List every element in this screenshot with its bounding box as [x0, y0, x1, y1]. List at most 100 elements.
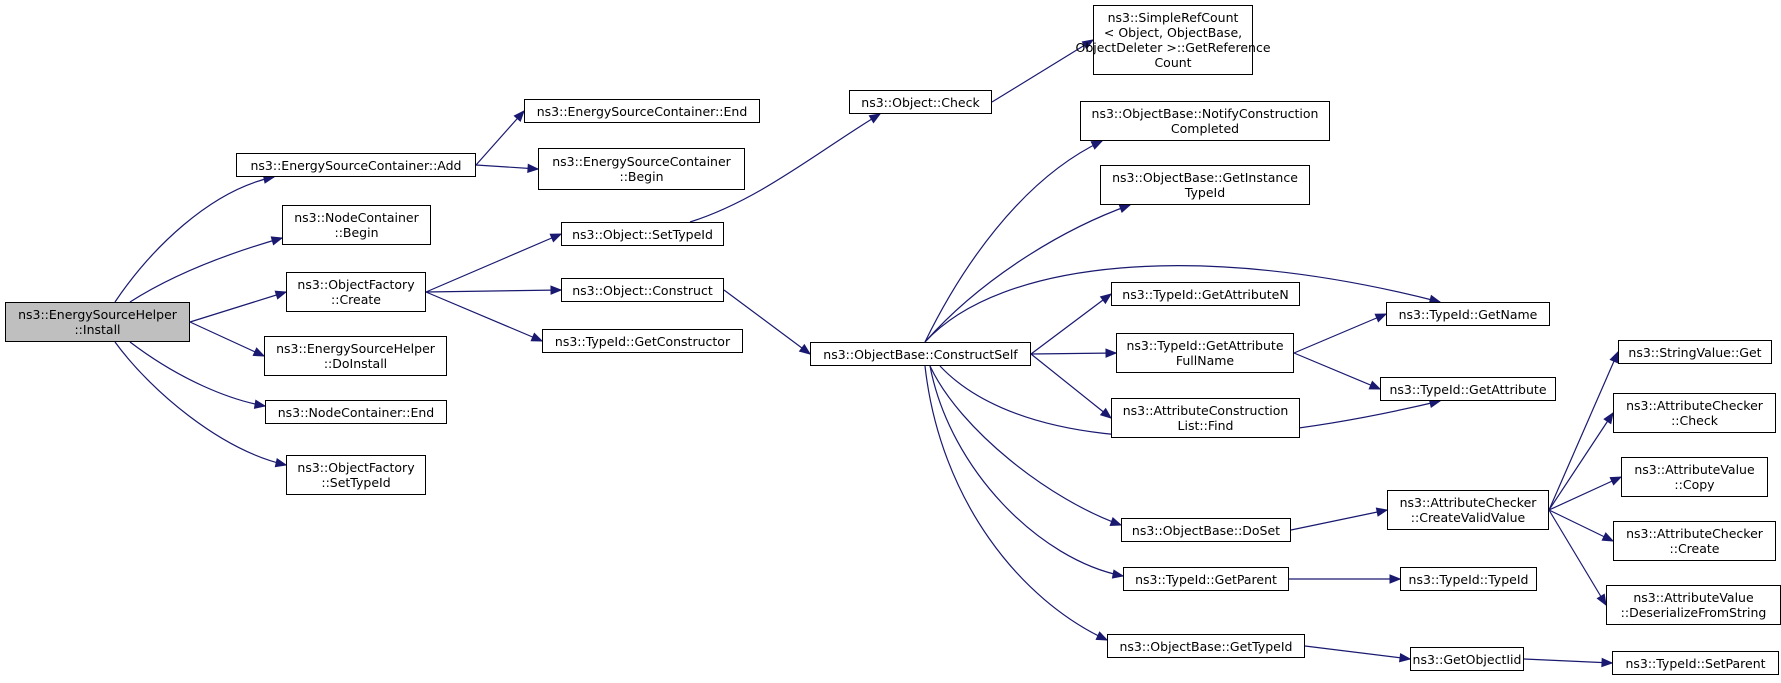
node-label-line: ::Begin — [334, 225, 379, 240]
node-label-line: ns3::AttributeValue — [1634, 462, 1755, 477]
edge-arrowhead — [549, 233, 563, 243]
node-tid-getattribute[interactable]: ns3::TypeId::GetAttribute — [1380, 377, 1556, 401]
node-obj-construct[interactable]: ns3::Object::Construct — [561, 278, 724, 302]
node-esc-end[interactable]: ns3::EnergySourceContainer::End — [524, 99, 760, 123]
node-ac-createvalidvalue[interactable]: ns3::AttributeChecker::CreateValidValue — [1387, 490, 1549, 530]
node-label-line: List::Find — [1177, 418, 1234, 433]
node-label-line: ::DoInstall — [323, 356, 388, 371]
edge-arrowhead — [1603, 411, 1614, 425]
node-label-line: ns3::EnergySourceContainer::Add — [250, 157, 462, 173]
node-label-line: ns3::GetObjectIid — [1412, 651, 1522, 667]
edge-arrowhead — [1601, 657, 1614, 668]
edge-arrowhead — [798, 343, 812, 355]
edge-ob-doset-to-ac-createvalidvalue — [1290, 509, 1388, 531]
node-label-line: ns3::TypeId::TypeId — [1408, 571, 1529, 587]
edge-of-create-to-obj-construct — [425, 289, 562, 293]
node-tid-typeid[interactable]: ns3::TypeId::TypeId — [1400, 567, 1537, 591]
edge-ob-constructself-to-ob-gettypeid — [924, 365, 1108, 641]
edge-arrowhead — [1099, 293, 1113, 305]
node-label-line: ns3::AttributeConstruction — [1122, 403, 1289, 418]
edge-arrowhead — [1398, 653, 1412, 663]
edge-tid-getattributefullname-to-tid-getattribute — [1293, 352, 1381, 390]
node-label-line: ns3::EnergySourceHelper — [276, 341, 435, 356]
node-label-line: ns3::Object::SetTypeId — [572, 226, 713, 242]
edge-obj-construct-to-ob-constructself — [723, 289, 811, 355]
node-tid-getparent[interactable]: ns3::TypeId::GetParent — [1123, 567, 1289, 591]
node-ob-gettypeid[interactable]: ns3::ObjectBase::GetTypeId — [1107, 634, 1305, 658]
edge-arrowhead — [1375, 507, 1389, 517]
node-of-create[interactable]: ns3::ObjectFactory::Create — [286, 272, 426, 312]
node-ob-doset[interactable]: ns3::ObjectBase::DoSet — [1121, 518, 1291, 542]
edge-ob-constructself-to-ob-notify — [924, 140, 1103, 343]
node-label-line: ns3::AttributeChecker — [1626, 526, 1763, 541]
node-label-line: ns3::TypeId::GetName — [1398, 306, 1538, 322]
node-label-line: ns3::AttributeValue — [1633, 590, 1754, 605]
node-av-deserialize[interactable]: ns3::AttributeValue::DeserializeFromStri… — [1606, 585, 1781, 625]
node-esc-add[interactable]: ns3::EnergySourceContainer::Add — [236, 153, 476, 177]
node-ac-check[interactable]: ns3::AttributeChecker::Check — [1613, 393, 1776, 433]
edge-ob-constructself-to-ob-getinstancetypeid — [924, 204, 1131, 343]
node-label-line: ns3::ObjectFactory — [297, 460, 415, 475]
edge-of-create-to-obj-settypeid — [425, 233, 562, 293]
node-src-getrefcount[interactable]: ns3::SimpleRefCount< Object, ObjectBase,… — [1076, 5, 1271, 75]
node-obj-check[interactable]: ns3::Object::Check — [849, 90, 992, 114]
edge-install-to-nc-begin — [129, 237, 283, 303]
node-of-settypeid[interactable]: ns3::ObjectFactory::SetTypeId — [286, 455, 426, 495]
node-nc-begin[interactable]: ns3::NodeContainer::Begin — [282, 205, 431, 245]
node-tid-getattributen[interactable]: ns3::TypeId::GetAttributeN — [1111, 282, 1300, 306]
node-label-line: ns3::TypeId::GetParent — [1135, 571, 1277, 587]
edge-install-to-esc-add — [114, 176, 275, 303]
node-label-line: ns3::EnergySourceContainer::End — [536, 103, 748, 119]
node-label-line: ::SetTypeId — [321, 475, 391, 490]
node-obj-settypeid[interactable]: ns3::Object::SetTypeId — [561, 222, 724, 246]
node-ob-constructself[interactable]: ns3::ObjectBase::ConstructSelf — [810, 342, 1031, 366]
edge-ob-constructself-to-tid-getattributefullname — [1030, 352, 1117, 355]
node-label-line: ObjectDeleter >::GetReference — [1075, 40, 1271, 55]
node-label-line: ns3::NodeContainer — [294, 210, 419, 225]
node-label-line: ::Copy — [1674, 477, 1715, 492]
node-label-line: ns3::TypeId::GetAttributeN — [1122, 286, 1289, 302]
node-nc-end[interactable]: ns3::NodeContainer::End — [265, 400, 447, 424]
node-label-line: ns3::TypeId::SetParent — [1625, 655, 1766, 671]
node-tid-getname[interactable]: ns3::TypeId::GetName — [1386, 302, 1550, 326]
edge-obj-settypeid-to-obj-check — [689, 113, 881, 223]
node-label-line: TypeId — [1184, 185, 1226, 200]
edge-ob-gettypeid-to-getobjectiid — [1304, 645, 1411, 660]
edge-ob-constructself-to-tid-getattribute — [939, 365, 1441, 438]
node-esh-doinstall[interactable]: ns3::EnergySourceHelper::DoInstall — [264, 336, 447, 376]
edge-arrowhead — [1081, 39, 1095, 50]
edge-ac-createvalidvalue-to-sv-get — [1548, 351, 1619, 511]
node-sv-get[interactable]: ns3::StringValue::Get — [1618, 340, 1772, 364]
edge-arrowhead — [1368, 380, 1382, 390]
edge-ac-createvalidvalue-to-ac-create — [1548, 509, 1614, 542]
edge-install-to-esh-doinstall — [189, 321, 265, 357]
edge-of-create-to-tid-getconstructor — [425, 291, 543, 342]
edge-ac-createvalidvalue-to-av-copy — [1548, 476, 1622, 511]
edge-arrowhead — [1389, 574, 1402, 584]
node-label-line: ::Create — [1669, 541, 1720, 556]
node-getobjectiid[interactable]: ns3::GetObjectIid — [1410, 647, 1524, 671]
node-install: ns3::EnergySourceHelper::Install — [5, 302, 190, 342]
node-label-line: ns3::StringValue::Get — [1628, 344, 1762, 360]
edge-ob-constructself-to-ob-doset — [929, 365, 1122, 526]
edge-arrowhead — [1095, 631, 1109, 641]
edge-ob-constructself-to-tid-getname — [924, 265, 1441, 343]
node-label-line: ::Install — [74, 322, 121, 337]
edge-ac-createvalidvalue-to-ac-check — [1548, 412, 1614, 511]
edge-arrowhead — [1601, 532, 1615, 542]
edge-arrowhead — [1090, 140, 1104, 150]
node-av-copy[interactable]: ns3::AttributeValue::Copy — [1621, 457, 1768, 497]
node-esc-begin[interactable]: ns3::EnergySourceContainer::Begin — [538, 148, 745, 190]
node-tid-getconstructor[interactable]: ns3::TypeId::GetConstructor — [542, 329, 743, 353]
node-label-line: ::DeserializeFromString — [1620, 605, 1767, 620]
edge-arrowhead — [1609, 350, 1619, 364]
node-ac-create[interactable]: ns3::AttributeChecker::Create — [1613, 521, 1776, 561]
edge-arrowhead — [1374, 313, 1388, 323]
node-label-line: ::CreateValidValue — [1410, 510, 1526, 525]
node-tid-setparent[interactable]: ns3::TypeId::SetParent — [1612, 651, 1779, 675]
